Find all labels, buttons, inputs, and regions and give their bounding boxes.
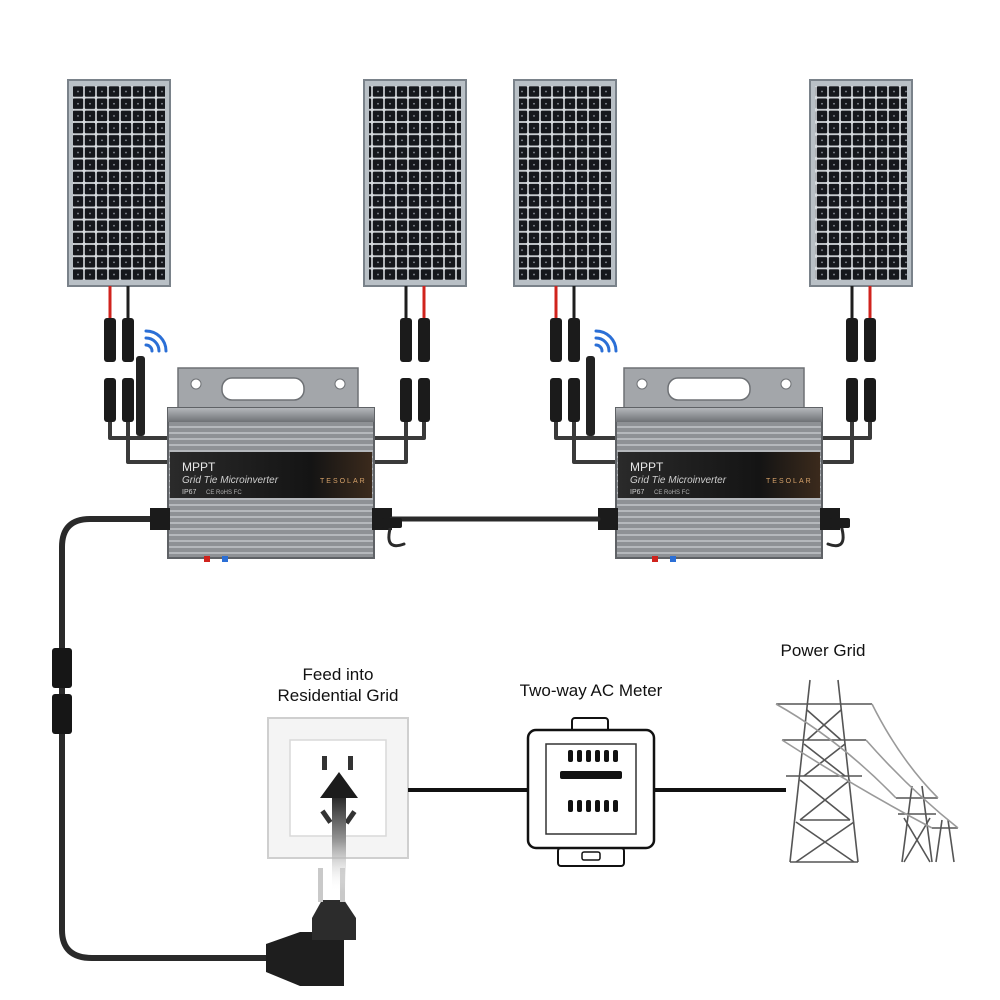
- ac-output-cable: [59, 516, 266, 961]
- inverter-rating: IP67: [630, 489, 645, 496]
- antenna: [586, 356, 595, 436]
- end-cap: [830, 518, 850, 528]
- inverter-marks: CE RoHS FC: [206, 490, 242, 496]
- feed-into-label-line1: Feed into: [302, 665, 374, 684]
- inline-connector: [52, 648, 72, 734]
- pylon-icon: [775, 679, 959, 863]
- wifi-icon: [144, 329, 168, 353]
- inverter-line1: MPPT: [182, 460, 216, 474]
- microinverter-1: MPPT Grid Tie Microinverter TESOLAR IP67…: [150, 367, 392, 562]
- mc4-connectors: [104, 318, 876, 422]
- inverter-line2: Grid Tie Microinverter: [182, 475, 279, 486]
- inverter-marks: CE RoHS FC: [654, 490, 690, 496]
- solar-panel-4: [809, 79, 913, 287]
- feed-arrow: [320, 772, 358, 892]
- panel-leads: [108, 286, 872, 320]
- solar-panel-1: [67, 79, 171, 287]
- solar-panel-3: [513, 79, 617, 287]
- inverter-rating: IP67: [182, 489, 197, 496]
- inverter-line2: Grid Tie Microinverter: [630, 475, 727, 486]
- inverter-brand: TESOLAR: [766, 478, 813, 485]
- inverter-line1: MPPT: [630, 460, 664, 474]
- antenna: [136, 356, 145, 436]
- end-cap: [382, 518, 402, 528]
- solar-panel-2: [363, 79, 467, 287]
- microinverter-2: MPPT Grid Tie Microinverter TESOLAR IP67…: [598, 367, 840, 562]
- meter-icon: [526, 717, 656, 867]
- feed-into-label-line2: Residential Grid: [277, 686, 399, 705]
- inverter-brand: TESOLAR: [320, 478, 367, 485]
- wifi-icon: [594, 329, 618, 353]
- power-grid-label: Power Grid: [780, 641, 866, 660]
- dc-cables: [108, 422, 872, 464]
- meter-label: Two-way AC Meter: [519, 681, 663, 700]
